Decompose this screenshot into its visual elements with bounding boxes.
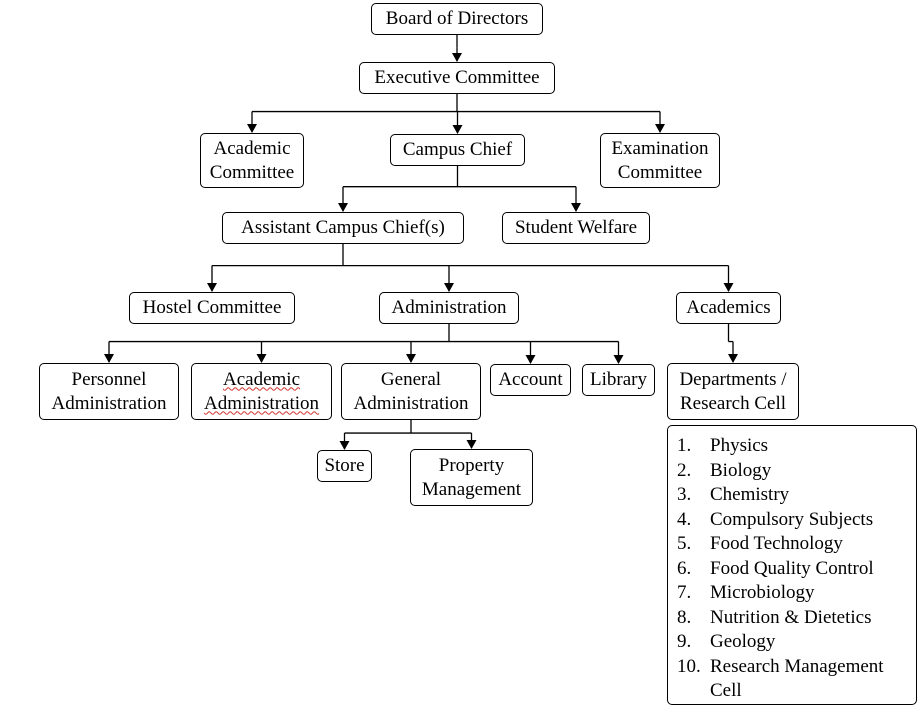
department-number: 1.: [677, 435, 692, 456]
node-label-line2: Administration: [203, 392, 320, 414]
department-number: 8.: [677, 606, 692, 628]
node-label-line1: Personnel: [71, 368, 147, 390]
arrowhead: [104, 354, 114, 363]
node-account: Account: [490, 364, 571, 396]
arrowhead: [723, 283, 734, 292]
node-label: Board of Directors: [385, 8, 529, 29]
node-library: Library: [582, 364, 655, 396]
department-name: Physics: [710, 435, 769, 456]
node-academics: Academics: [676, 292, 781, 324]
arrowhead: [466, 440, 477, 449]
node-general-administration: General Administration: [341, 363, 481, 420]
arrowhead: [613, 355, 624, 364]
department-number: 6.: [677, 557, 692, 579]
node-label: Account: [498, 369, 563, 390]
node-label-line1: Academic: [222, 368, 300, 390]
department-name: Food Quality Control: [710, 557, 874, 579]
arrowhead: [207, 283, 217, 292]
node-property-management: Property Management: [410, 449, 533, 506]
node-administration: Administration: [379, 292, 519, 324]
arrowhead: [256, 354, 267, 363]
department-name: Biology: [710, 459, 772, 481]
arrowhead: [452, 125, 463, 134]
department-name: Food Technology: [710, 533, 843, 554]
department-number: 7.: [677, 582, 692, 603]
node-label-line2: Management: [421, 478, 522, 500]
department-name: Research Management Cell: [710, 655, 884, 702]
node-label-line2: Research Cell: [679, 392, 787, 414]
node-hostel-committee: Hostel Committee: [129, 292, 295, 324]
node-departments-research-cell: Departments / Research Cell: [667, 363, 799, 420]
node-examination-committee: Examination Committee: [600, 133, 720, 188]
node-label: Academics: [686, 297, 771, 318]
arrowhead: [406, 354, 416, 363]
department-item: 5. Food Technology: [677, 532, 910, 557]
department-number: 9.: [677, 631, 692, 652]
department-number: 5.: [677, 533, 692, 554]
department-name: Chemistry: [710, 484, 790, 505]
node-label-line1: Departments /: [679, 368, 787, 390]
department-item: 4. Compulsory Subjects: [677, 508, 910, 533]
department-name: Geology: [710, 631, 776, 652]
node-label-line2: Administration: [353, 392, 469, 414]
arrowhead: [655, 124, 665, 133]
node-label-line1: Examination: [611, 137, 709, 159]
node-board-of-directors: Board of Directors: [371, 3, 543, 35]
node-student-welfare: Student Welfare: [502, 212, 650, 244]
node-label-line2: Committee: [617, 161, 703, 183]
department-item: 6. Food Quality Control: [677, 557, 910, 582]
department-item: 10. Research Management Cell: [677, 655, 910, 704]
arrowhead: [571, 203, 581, 212]
node-label: Library: [590, 369, 647, 390]
department-item: 1. Physics: [677, 434, 910, 459]
department-number: 4.: [677, 508, 692, 530]
node-label-line2: Administration: [51, 392, 167, 414]
arrowhead: [339, 441, 350, 450]
node-label-line1: General: [380, 368, 442, 390]
arrowhead: [444, 283, 454, 292]
node-store: Store: [317, 450, 372, 482]
node-label-line2: Committee: [209, 161, 295, 183]
node-label: Student Welfare: [514, 217, 638, 238]
node-personnel-administration: Personnel Administration: [39, 363, 179, 420]
node-executive-committee: Executive Committee: [359, 62, 555, 94]
node-label-line1: Academic: [213, 137, 291, 159]
department-item: 2. Biology: [677, 459, 910, 484]
node-label: Store: [324, 455, 365, 476]
arrowhead: [247, 124, 257, 133]
department-item: 9. Geology: [677, 630, 910, 655]
arrowhead: [728, 354, 738, 363]
arrowhead: [525, 355, 536, 364]
department-number: 10.: [677, 655, 701, 677]
node-label: Assistant Campus Chief(s): [241, 217, 445, 238]
node-campus-chief: Campus Chief: [390, 134, 525, 166]
node-label-line1: Property: [438, 454, 505, 476]
department-name: Compulsory Subjects: [710, 508, 874, 530]
department-number: 2.: [677, 459, 692, 481]
departments-list: 1. Physics 2. Biology 3. Chemistry 4. Compul…: [667, 425, 917, 705]
node-label: Executive Committee: [374, 67, 540, 88]
node-label: Campus Chief: [402, 139, 513, 160]
arrowhead: [452, 53, 462, 62]
node-academic-administration: Academic Administration: [191, 363, 332, 420]
node-label: Administration: [391, 297, 507, 318]
department-name: Nutrition & Dietetics: [710, 606, 872, 628]
department-item: 7. Microbiology: [677, 581, 910, 606]
department-number: 3.: [677, 484, 692, 505]
department-item: 8. Nutrition & Dietetics: [677, 606, 910, 631]
department-name: Microbiology: [710, 582, 815, 603]
department-item: 3. Chemistry: [677, 483, 910, 508]
node-label: Hostel Committee: [142, 297, 282, 318]
node-assistant-campus-chief: Assistant Campus Chief(s): [222, 212, 464, 244]
arrowhead: [338, 203, 348, 212]
node-academic-committee: Academic Committee: [200, 133, 304, 188]
